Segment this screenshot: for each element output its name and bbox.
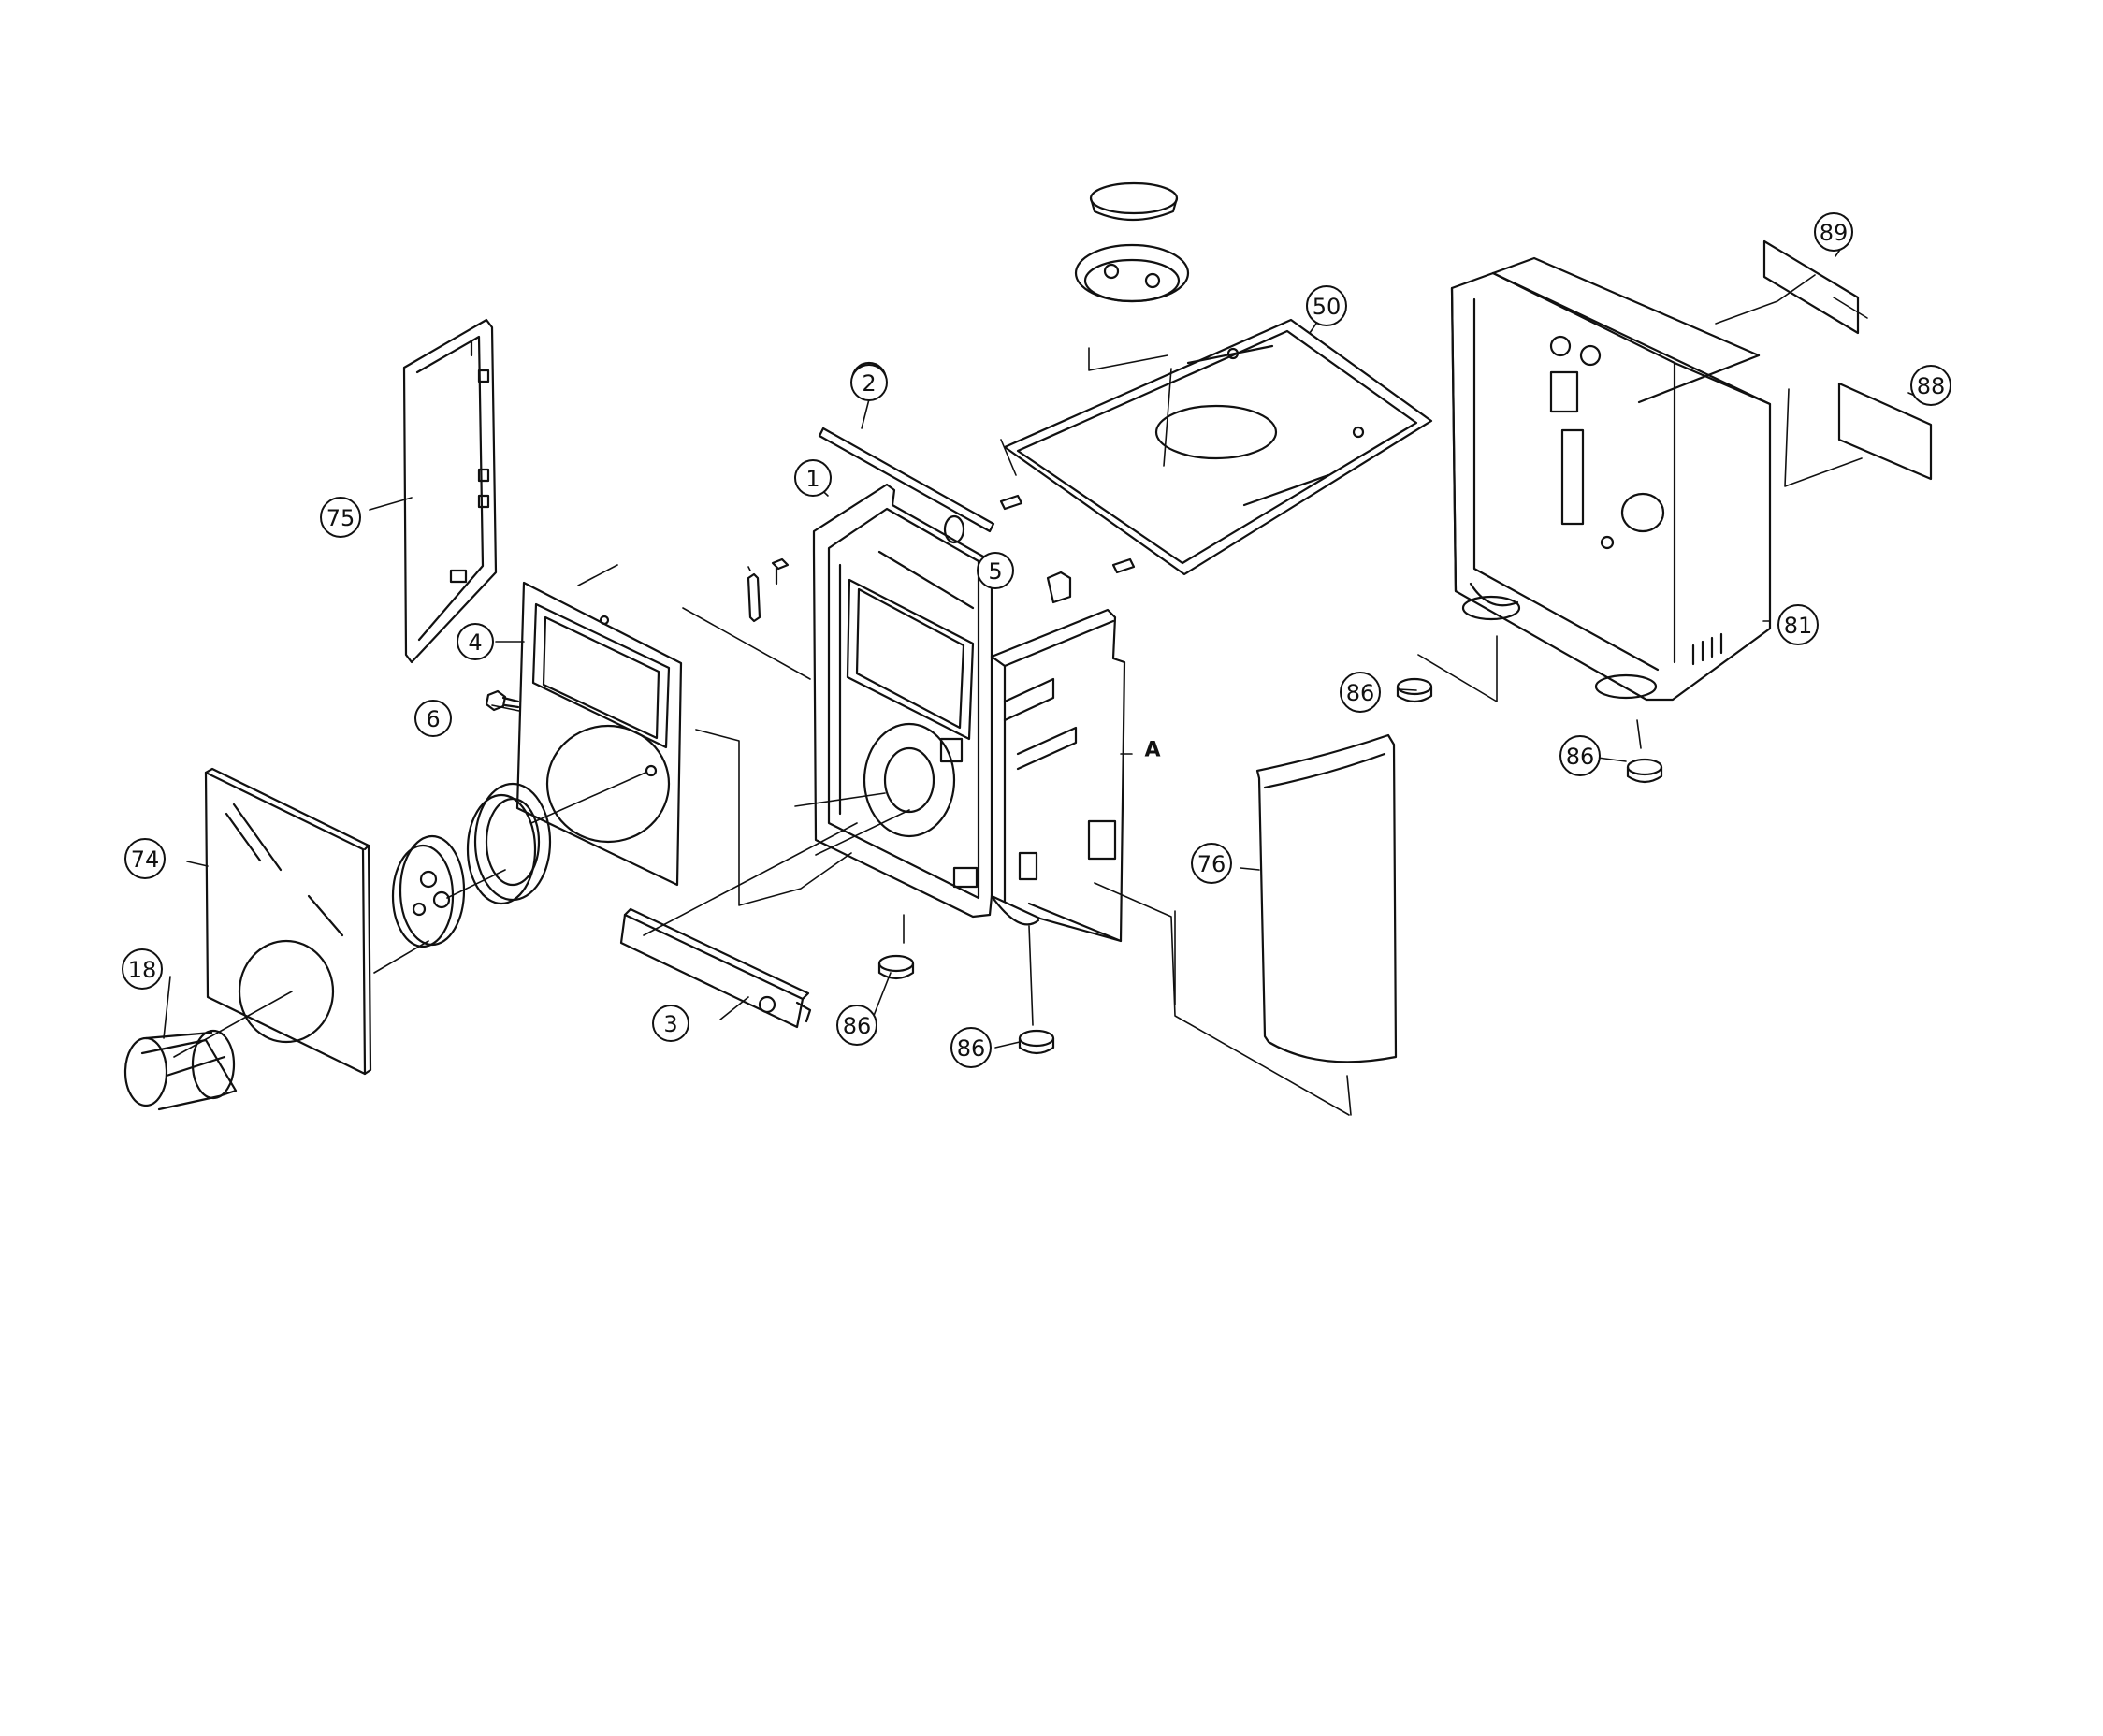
- callout-p2: 2: [850, 364, 888, 401]
- part-5-fitting: [747, 514, 1072, 623]
- dial-assembly: [391, 782, 552, 948]
- callout-p88: 88: [1910, 365, 1951, 406]
- callout-circle: [414, 700, 452, 737]
- reference-mark-a: A: [1144, 739, 1160, 762]
- part-88-label-sheet: [1837, 382, 1933, 481]
- callout-circle: [124, 838, 166, 879]
- callout-circle: [836, 1005, 877, 1046]
- part-number-label: 86: [843, 1013, 872, 1039]
- part-81-rear-housing: [1450, 256, 1772, 702]
- part-50-top-plate: [999, 318, 1433, 576]
- callout-p4: 4: [457, 623, 494, 660]
- assembly-lines: [163, 231, 1922, 1116]
- part-number-label: 3: [663, 1011, 677, 1037]
- callout-p74: 74: [124, 838, 166, 879]
- callout-p5: 5: [977, 552, 1014, 589]
- callout-circle: [122, 948, 163, 990]
- callout-p86d: 86: [1559, 735, 1601, 776]
- part-number-label: 6: [426, 706, 440, 732]
- part-number-label: 89: [1820, 220, 1849, 246]
- callout-p89: 89: [1814, 212, 1853, 252]
- part-6-screw: [485, 689, 520, 712]
- callout-p81: 81: [1777, 604, 1819, 645]
- callout-circle: [1814, 212, 1853, 252]
- callout-circle: [1306, 285, 1347, 326]
- callout-circle: [950, 1027, 992, 1068]
- part-1-chassis-frame: [812, 483, 993, 919]
- part-number-label: 74: [131, 846, 160, 873]
- callout-circle: [977, 552, 1014, 589]
- part-number-label: 88: [1917, 373, 1946, 399]
- part-number-label: 76: [1197, 851, 1226, 877]
- callout-circle: [794, 459, 832, 497]
- callout-circle: [1559, 735, 1601, 776]
- callout-circle: [1777, 604, 1819, 645]
- callout-circle: [457, 623, 494, 660]
- callout-p86c: 86: [1340, 672, 1381, 713]
- part-number-label: 2: [862, 370, 876, 397]
- part-number-label: 86: [957, 1035, 986, 1062]
- callout-circle: [1910, 365, 1951, 406]
- part-number-label: 18: [128, 957, 157, 983]
- part-number-label: 81: [1784, 613, 1813, 639]
- part-76-side-panel: [1255, 733, 1398, 1063]
- callout-p6: 6: [414, 700, 452, 737]
- part-number-label: 86: [1566, 744, 1595, 770]
- part-number-label: 4: [468, 629, 482, 656]
- callout-circle: [1340, 672, 1381, 713]
- part-4-front-gasket-panel: [515, 581, 683, 887]
- callout-p86b: 86: [950, 1027, 992, 1068]
- callout-circle: [850, 364, 888, 401]
- part-number-label: 75: [326, 505, 355, 531]
- callout-p75: 75: [320, 497, 361, 538]
- callout-circle: [320, 497, 361, 538]
- part-number-label: 86: [1346, 680, 1375, 706]
- part-3-bottom-strip: [619, 907, 812, 1029]
- callout-p1: 1: [794, 459, 832, 497]
- callout-circle: [1191, 843, 1232, 884]
- callout-labels: 1 2 3 4 5 6 18 50 74 75 76 81 86 86 86 86 88 89A: [122, 212, 1951, 1068]
- part-2-top-bar: [818, 427, 995, 533]
- part-number-label: 1: [805, 466, 819, 492]
- callout-p86a: 86: [836, 1005, 877, 1046]
- part-18-knob: [123, 1029, 238, 1111]
- part-number-label: 50: [1313, 294, 1342, 320]
- callout-p76: 76: [1191, 843, 1232, 884]
- top-cap: [1074, 181, 1190, 303]
- part-89-label-sheet: [1762, 239, 1860, 335]
- callout-p18: 18: [122, 948, 163, 990]
- part-number-label: 5: [988, 558, 1002, 585]
- callout-p3: 3: [652, 1005, 689, 1042]
- callout-circle: [652, 1005, 689, 1042]
- feet-86: [877, 677, 1663, 1055]
- part-75-side-trim: [402, 318, 498, 664]
- part-74-front-panel: [204, 767, 372, 1076]
- callout-p50: 50: [1306, 285, 1347, 326]
- chassis-side-panel: [990, 608, 1126, 943]
